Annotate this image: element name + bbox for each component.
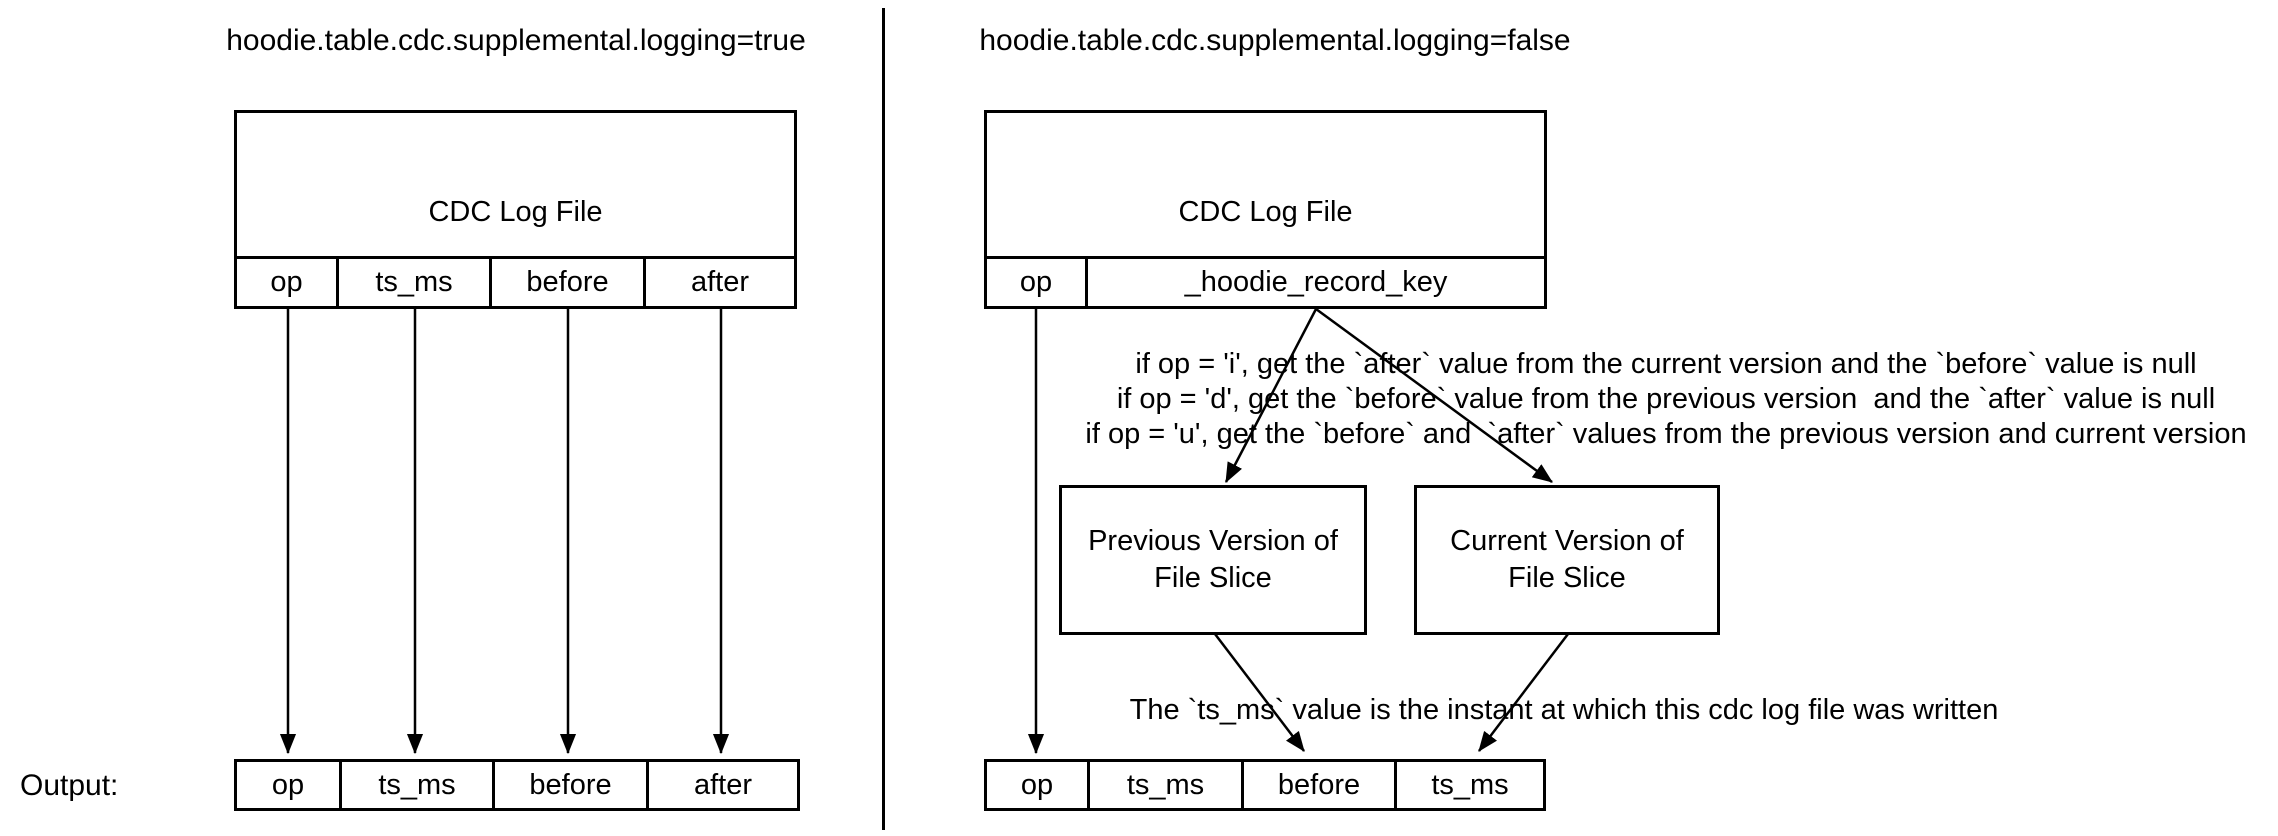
current-box-line1: Current Version of [1450, 525, 1684, 557]
arrow-previous-to-before [1214, 633, 1305, 752]
right-cdc-column-row: op _hoodie_record_key [987, 256, 1544, 306]
left-output-cell-op: op [271, 768, 305, 801]
arrow-current-to-tsms [1478, 633, 1569, 752]
right-output-cell-before: before [1241, 762, 1394, 808]
left-cdc-log-file-box: CDC Log File op ts_ms before after [234, 110, 797, 309]
panel-divider [882, 8, 885, 830]
previous-box-line1: Previous Version of [1088, 525, 1338, 557]
left-output-cell-after: after [646, 762, 797, 808]
right-cdc-col-record-key: _hoodie_record_key [1085, 259, 1544, 306]
current-version-file-slice-box: Current Version of File Slice [1414, 485, 1720, 635]
left-cdc-col-op: op [270, 266, 303, 298]
left-cdc-column-row: op ts_ms before after [237, 256, 794, 306]
ts-ms-note: The `ts_ms` value is the instant at whic… [1129, 694, 1999, 726]
right-panel-title: hoodie.table.cdc.supplemental.logging=fa… [979, 24, 1571, 57]
left-panel-title: hoodie.table.cdc.supplemental.logging=tr… [226, 24, 806, 57]
right-cdc-box-label: CDC Log File [1178, 196, 1353, 228]
left-output-row: op ts_ms before after [234, 759, 800, 811]
left-output-cell-ts-ms: ts_ms [339, 762, 492, 808]
previous-version-file-slice-box: Previous Version of File Slice [1059, 485, 1367, 635]
current-box-line2: File Slice [1508, 562, 1626, 594]
condition-update: if op = 'u', get the `before` and `after… [1085, 418, 2247, 450]
right-output-row: op ts_ms before ts_ms [984, 759, 1546, 811]
previous-box-line2: File Slice [1154, 562, 1272, 594]
condition-insert: if op = 'i', get the `after` value from … [1135, 348, 2197, 380]
left-cdc-col-before: before [489, 259, 643, 306]
left-cdc-col-after: after [643, 259, 794, 306]
left-output-cell-before: before [492, 762, 646, 808]
op-conditions-text: if op = 'i', get the `after` value from … [1054, 347, 2278, 452]
right-cdc-log-file-box: CDC Log File op _hoodie_record_key [984, 110, 1547, 309]
right-output-cell-ts-ms2: ts_ms [1394, 762, 1543, 808]
condition-delete: if op = 'd', get the `before` value from… [1116, 383, 2216, 415]
right-output-cell-ts-ms: ts_ms [1087, 762, 1241, 808]
left-cdc-box-label: CDC Log File [428, 196, 603, 228]
right-cdc-col-op: op [1019, 266, 1053, 298]
left-cdc-col-ts-ms: ts_ms [336, 259, 489, 306]
output-label: Output: [20, 769, 119, 802]
right-output-cell-op: op [1020, 768, 1054, 801]
